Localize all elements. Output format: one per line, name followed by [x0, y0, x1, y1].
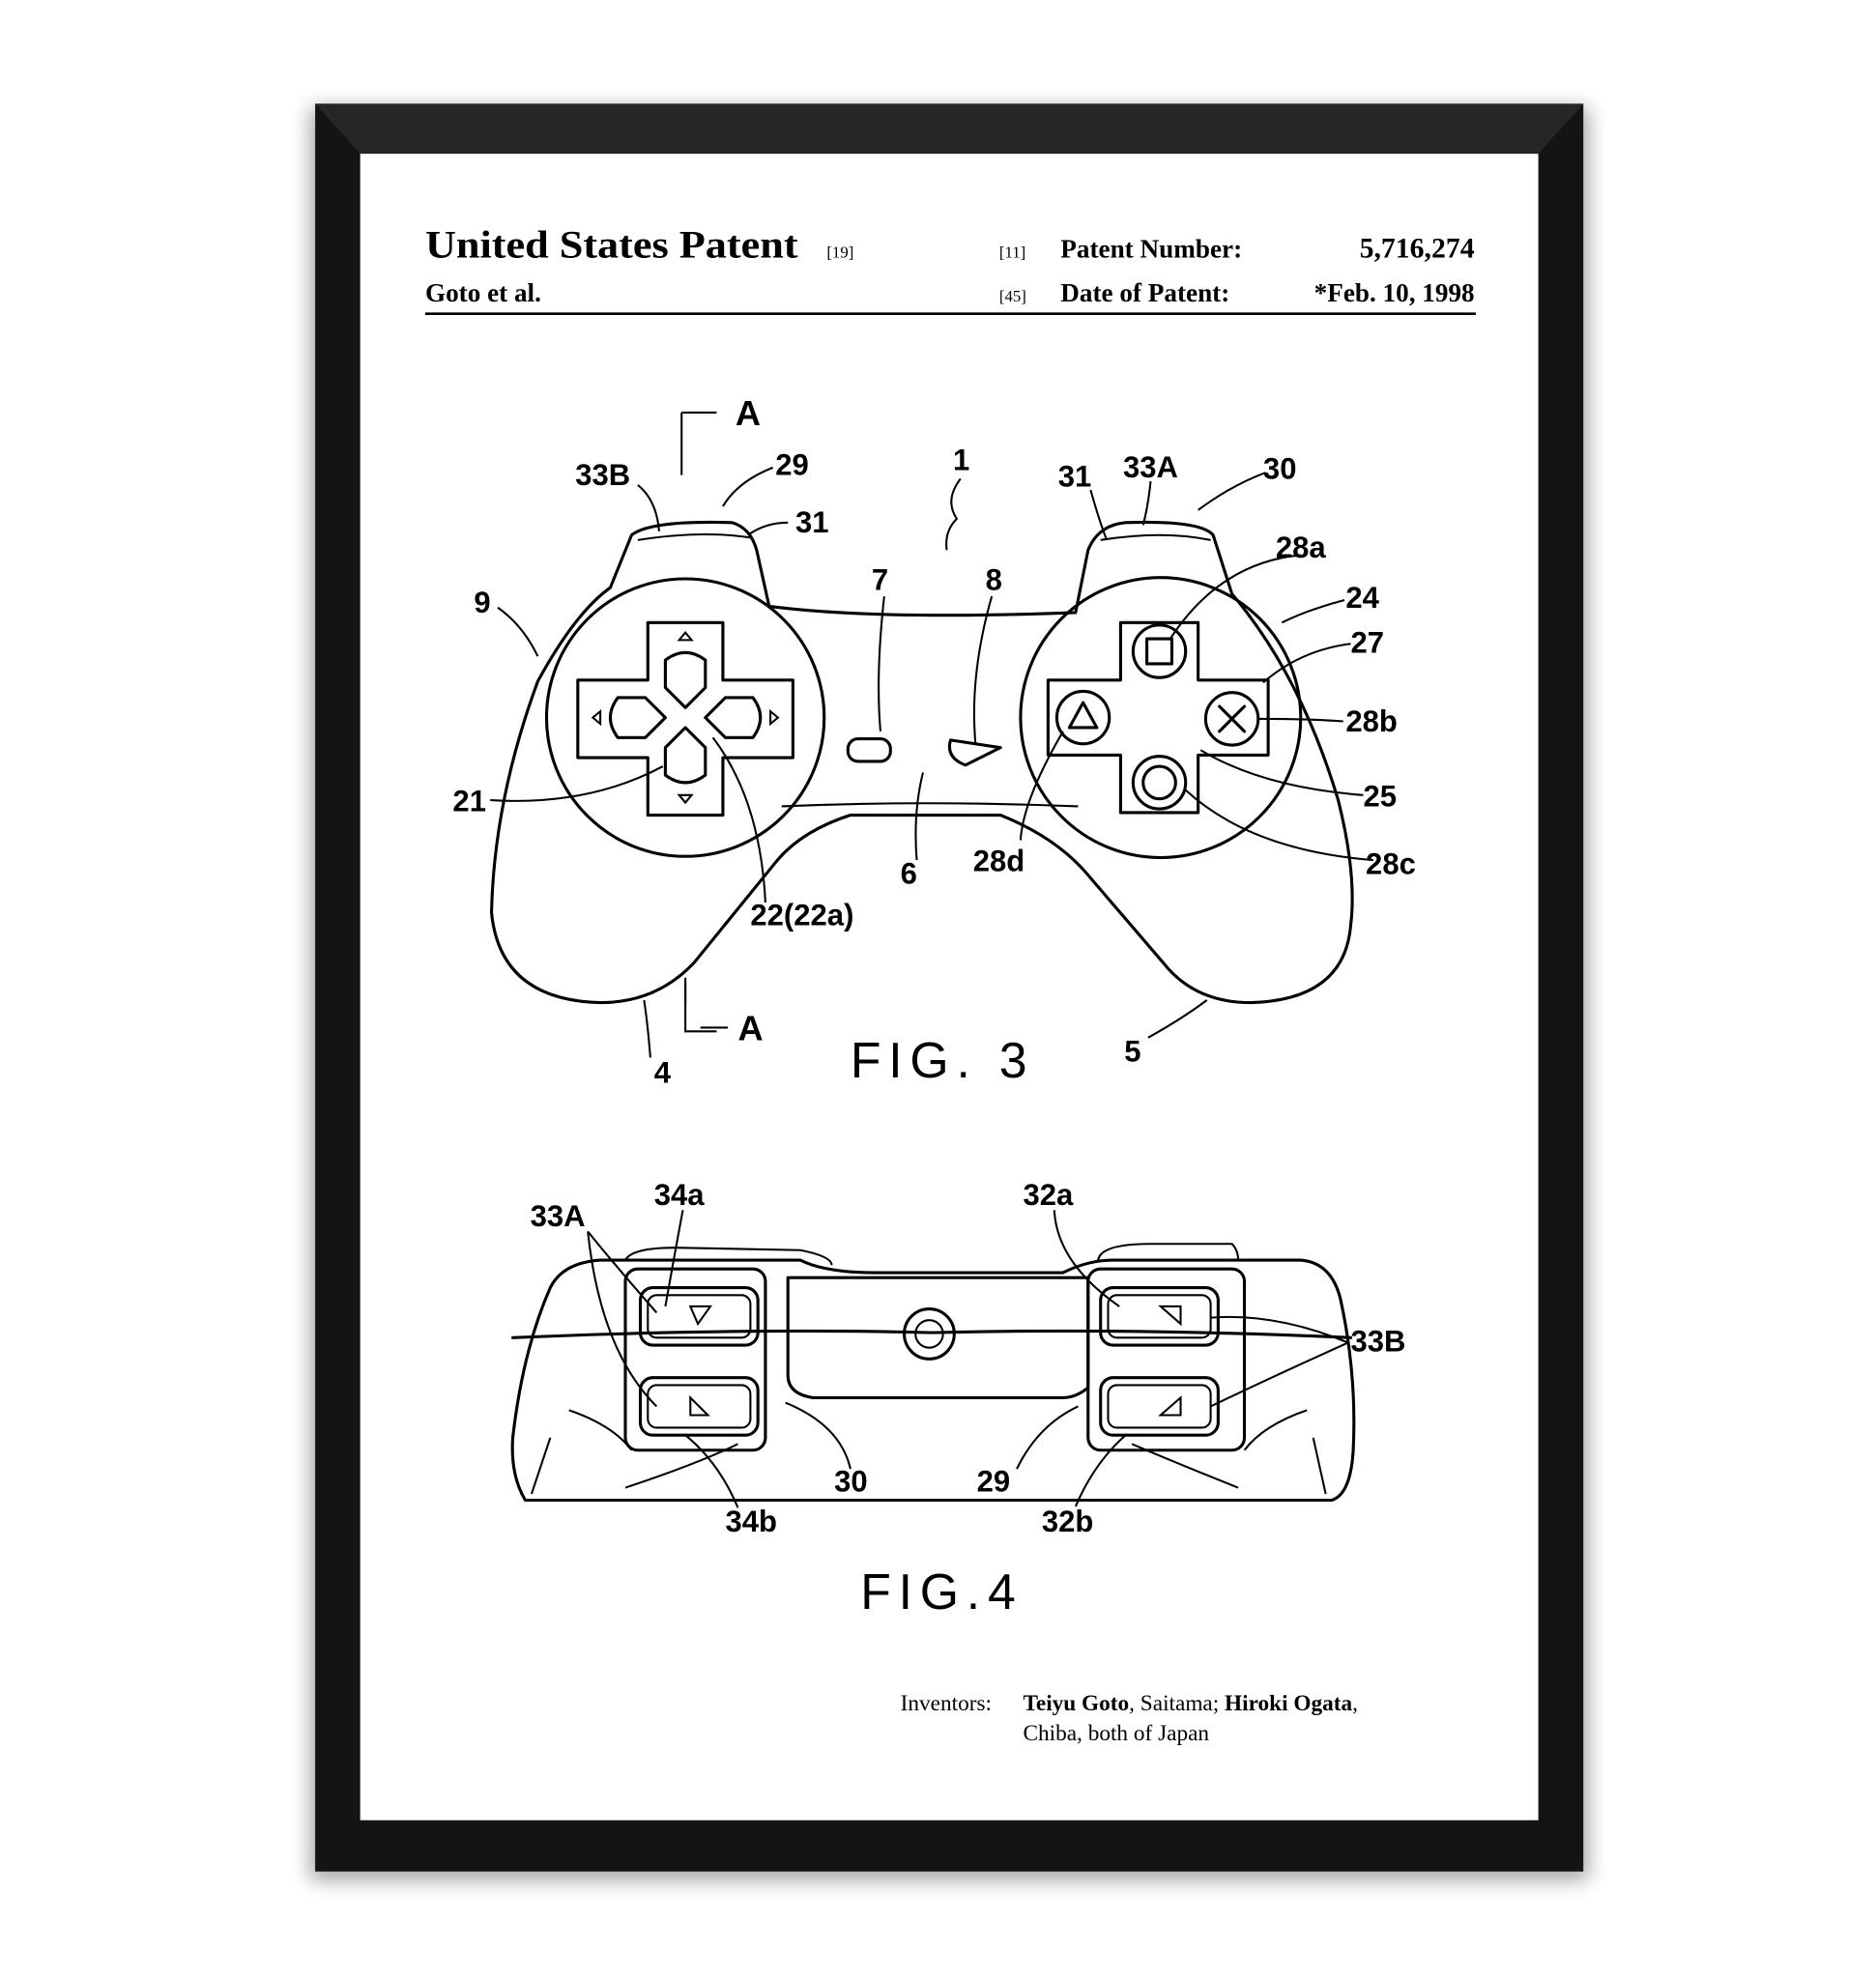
label-7: 7	[872, 563, 888, 597]
fig4-caption: FIG.4	[860, 1563, 1023, 1620]
label-9: 9	[474, 586, 490, 619]
fig3-controller-drawing	[489, 411, 1373, 1058]
inventor-1-name: Teiyu Goto	[1023, 1691, 1129, 1716]
label-33B: 33B	[1351, 1325, 1406, 1359]
inventor-2-name: Hiroki Ogata	[1225, 1691, 1352, 1716]
patent-header: United States Patent [19] Goto et al. [1…	[425, 223, 1476, 316]
r2-button	[1099, 1376, 1220, 1437]
dpad-cross	[576, 620, 794, 817]
select-button	[846, 737, 892, 763]
l2-button	[638, 1376, 760, 1437]
fig3-caption: FIG. 3	[851, 1032, 1034, 1088]
patent-number-label: Patent Number:	[1060, 235, 1242, 264]
label-29: 29	[775, 448, 809, 482]
title-code: [19]	[826, 244, 853, 262]
fig4-controller-drawing	[510, 1210, 1356, 1508]
label-29: 29	[977, 1464, 1011, 1498]
label-24: 24	[1345, 581, 1379, 615]
date-label: Date of Patent:	[1060, 278, 1229, 307]
fig3-labels: A 33B 29 31 1 31 33A 30 28a 24 27 28b 25…	[452, 393, 1415, 1090]
face-buttons-cross	[1046, 620, 1270, 815]
date-code: [45]	[999, 287, 1026, 305]
label-34b: 34b	[726, 1505, 778, 1538]
number-code: [11]	[999, 244, 1025, 262]
label-31-left: 31	[795, 505, 829, 539]
l1-button	[638, 1286, 760, 1347]
dpad-right	[704, 696, 763, 739]
dpad-left	[608, 696, 667, 739]
label-27: 27	[1351, 625, 1385, 659]
label-28b: 28b	[1345, 704, 1398, 738]
label-22-22a: 22(22a)	[750, 898, 853, 932]
inventors-label: Inventors:	[901, 1691, 992, 1716]
label-33A: 33A	[1123, 450, 1178, 484]
label-28a: 28a	[1276, 531, 1327, 564]
label-1: 1	[953, 443, 969, 476]
label-4: 4	[654, 1055, 672, 1089]
patent-number-value: 5,716,274	[1360, 233, 1475, 265]
label-32b: 32b	[1042, 1505, 1094, 1538]
inventors-line-1: Inventors: Teiyu Goto, Saitama; Hiroki O…	[901, 1691, 1358, 1716]
dpad-up	[663, 650, 707, 709]
label-30: 30	[1263, 452, 1297, 486]
dpad-down	[663, 726, 707, 785]
label-31-right: 31	[1058, 459, 1092, 493]
label-5: 5	[1124, 1034, 1140, 1068]
label-28c: 28c	[1366, 846, 1416, 880]
fig4-labels: 33A 34a 32a 33B 30 29 34b 32b	[531, 1178, 1406, 1538]
inventor-1-place: , Saitama;	[1129, 1691, 1225, 1716]
label-section-A-bottom: A	[737, 1008, 763, 1047]
date-value: *Feb. 10, 1998	[1314, 278, 1475, 307]
label-section-A-top: A	[736, 393, 761, 433]
label-21: 21	[452, 785, 486, 818]
frame-bevel	[315, 103, 1584, 155]
label-6: 6	[901, 857, 917, 891]
label-25: 25	[1363, 779, 1397, 813]
label-32a: 32a	[1023, 1178, 1074, 1212]
label-34a: 34a	[654, 1178, 706, 1212]
paper	[360, 154, 1539, 1821]
label-33B: 33B	[575, 458, 630, 492]
start-button	[947, 738, 1002, 767]
label-33A: 33A	[531, 1199, 586, 1233]
inventor-2-place: ,	[1352, 1691, 1358, 1716]
inventor-short: Goto et al.	[425, 278, 541, 307]
label-8: 8	[986, 563, 1002, 597]
label-30: 30	[834, 1464, 868, 1498]
patent-title: United States Patent	[425, 223, 798, 267]
inventors-line-2: Chiba, both of Japan	[1023, 1721, 1209, 1746]
inventors-block: Inventors: Teiyu Goto, Saitama; Hiroki O…	[901, 1691, 1358, 1746]
label-28d: 28d	[973, 845, 1025, 878]
